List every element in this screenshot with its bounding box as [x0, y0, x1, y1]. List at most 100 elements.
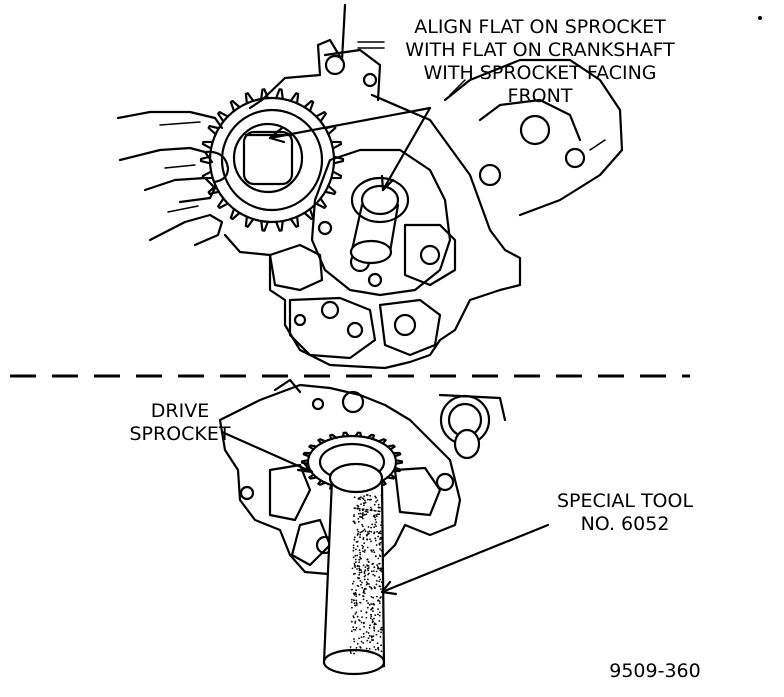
gear-tooth — [392, 451, 402, 458]
knurl-dot — [370, 586, 373, 589]
knurl-dot — [365, 631, 368, 633]
knurl-dot — [379, 569, 382, 572]
knurl-dot — [349, 648, 352, 651]
gear-tooth — [289, 215, 300, 228]
knurl-dot — [358, 561, 361, 563]
knurl-dot — [370, 508, 373, 511]
knurl-dot — [354, 613, 357, 615]
knurl-dot — [362, 595, 365, 598]
knurl-dot — [362, 564, 365, 567]
knurl-dot — [356, 554, 358, 557]
knurl-dot — [355, 626, 358, 629]
knurl-dot — [364, 566, 367, 568]
knurl-dot — [361, 581, 363, 584]
knurl-dot — [356, 568, 358, 570]
knurl-dot — [370, 540, 372, 543]
knurl-dot — [355, 561, 357, 563]
knurl-dot — [374, 510, 377, 512]
knurl-dot — [363, 575, 366, 578]
knurl-dot — [361, 544, 363, 547]
gear-tooth — [330, 140, 343, 150]
knurl-dot — [355, 548, 357, 551]
figure-id: 9509-360 — [609, 660, 701, 682]
knurl-dot — [372, 570, 375, 572]
knurl-dot — [372, 610, 374, 612]
corner-dot — [758, 16, 762, 20]
knurl-dot — [380, 650, 383, 653]
knurl-dot — [357, 507, 359, 509]
knurl-dot — [362, 545, 365, 548]
gear-tooth — [260, 88, 269, 101]
knurl-dot — [365, 581, 368, 583]
knurl-dot — [373, 586, 376, 588]
knurl-dot — [358, 571, 361, 574]
knurl-dot — [373, 623, 376, 625]
knurl-dot — [377, 599, 380, 602]
align-flat-line-3: WITH SPROCKET FACING — [423, 62, 657, 84]
knurl-dot — [367, 649, 369, 652]
gear-tooth — [324, 184, 337, 195]
gear-tooth — [386, 473, 396, 480]
knurl-dot — [359, 580, 362, 582]
knurl-dot — [366, 582, 369, 585]
knurl-dot — [356, 584, 359, 587]
knurl-dot — [379, 636, 382, 638]
knurl-dot — [368, 627, 371, 629]
knurl-dot — [377, 567, 379, 570]
knurl-dot — [378, 614, 381, 617]
knurl-dot — [375, 595, 378, 598]
knurl-dot — [359, 512, 362, 515]
knurl-dot — [374, 614, 377, 616]
knurl-dot — [368, 583, 370, 585]
knurl-dot — [360, 569, 362, 572]
knurl-dot — [352, 615, 355, 617]
knurl-dot — [375, 515, 378, 518]
knurl-dot — [362, 538, 365, 541]
gear-tooth — [377, 438, 387, 445]
knurl-dot — [353, 536, 356, 539]
knurl-dot — [353, 599, 355, 602]
knurl-dot — [358, 593, 361, 596]
knurl-dot — [354, 507, 357, 510]
knurl-dot — [380, 568, 383, 571]
knurl-dot — [352, 549, 355, 552]
knurl-dot — [362, 529, 365, 532]
knurl-dot — [366, 639, 369, 642]
knurl-dot — [360, 621, 363, 624]
knurl-dot — [376, 499, 379, 502]
knurl-dot — [349, 646, 352, 648]
knurl-dot — [356, 643, 359, 645]
knurl-dot — [379, 541, 382, 544]
knurl-dot — [350, 601, 353, 603]
align-flat-pointer-2 — [381, 106, 432, 192]
knurl-dot — [366, 546, 369, 549]
drive-sprocket-pointer — [220, 430, 314, 474]
knurl-dot — [353, 514, 355, 516]
knurl-dot — [360, 571, 363, 574]
knurl-dot — [369, 538, 371, 541]
gear-tooth — [260, 219, 269, 232]
knurl-dot — [378, 576, 381, 579]
knurl-dot — [370, 615, 373, 618]
knurl-dot — [373, 627, 376, 630]
knurl-dot — [368, 635, 371, 637]
tool-knurling — [349, 494, 383, 655]
gear-tooth — [217, 197, 229, 209]
knurl-dot — [378, 513, 380, 516]
knurl-dot — [378, 531, 381, 534]
knurl-dot — [370, 635, 373, 638]
gear-tooth — [308, 473, 318, 480]
gear-tooth — [317, 479, 327, 486]
knurl-dot — [351, 606, 353, 609]
knurl-dot — [375, 521, 378, 524]
gear-tooth — [201, 140, 214, 150]
align-flat-line-4: FRONT — [507, 85, 573, 107]
knurl-dot — [351, 567, 354, 570]
knurl-dot — [376, 530, 378, 533]
gear-tooth — [275, 88, 284, 101]
knurl-dot — [363, 578, 366, 581]
knurl-dot — [351, 582, 354, 585]
knurl-dot — [359, 551, 361, 554]
knurl-dot — [374, 539, 377, 542]
